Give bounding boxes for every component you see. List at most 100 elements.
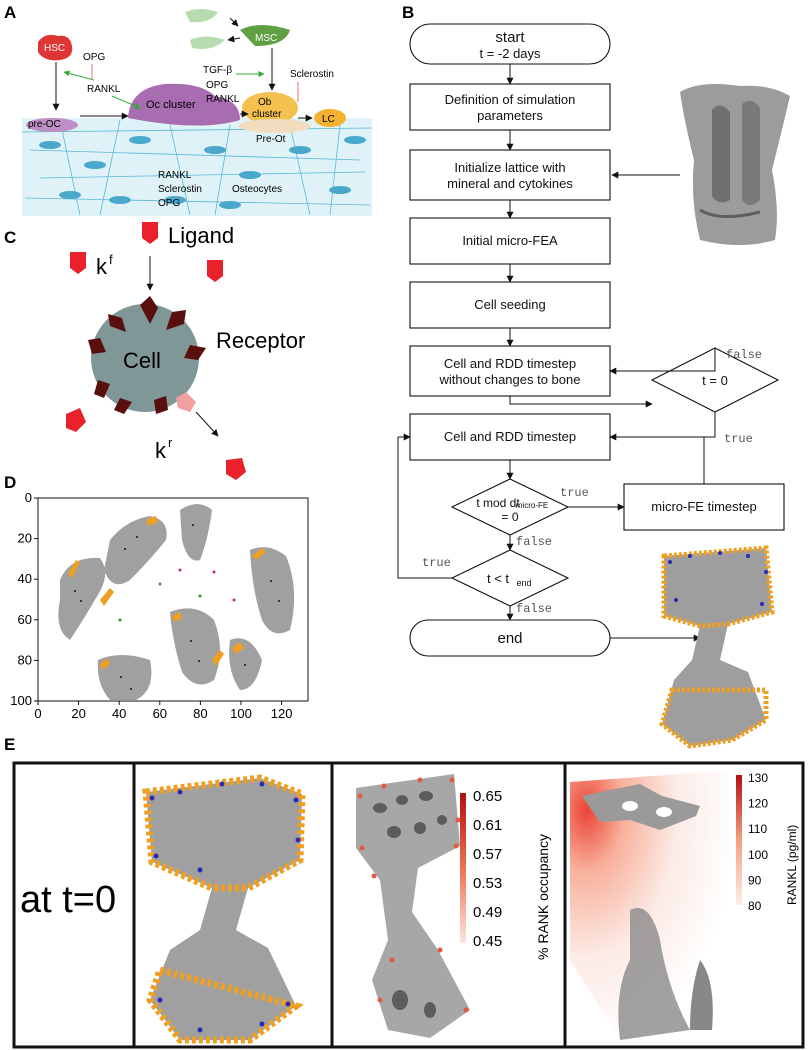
step-cell-rdd-no-bone <box>409 345 611 397</box>
colorbar-rankl <box>736 775 742 905</box>
step4-label: Cell seeding <box>474 297 546 312</box>
kr-label: k <box>155 438 167 463</box>
label-opg-3: OPG <box>158 198 180 209</box>
decision2-sub: micro-FE <box>516 501 548 510</box>
colorbar-tick-label: 0.61 <box>473 817 502 834</box>
rank-occupancy-render <box>356 774 470 1038</box>
decision3-sub: end <box>516 578 531 588</box>
label-rankl: RANKL <box>87 84 121 95</box>
x-tick-label: 100 <box>230 706 252 721</box>
start-time: t = -2 days <box>479 46 541 61</box>
x-tick-label: 20 <box>71 706 85 721</box>
step-initial-micro-fea <box>409 217 611 265</box>
label-osteocytes: Osteocytes <box>232 184 282 195</box>
step1-line2: parameters <box>477 108 543 123</box>
y-tick-label: 0 <box>25 490 32 505</box>
colorbar-tick-label: 0.57 <box>473 846 502 863</box>
y-tick-label: 40 <box>18 571 32 586</box>
step6-label: Cell and RDD timestep <box>444 429 576 444</box>
label-sclerostin-2: Sclerostin <box>158 184 202 195</box>
ligand-marker-left <box>70 252 86 274</box>
bone-cells-render <box>142 774 306 1044</box>
bone-sample-image <box>680 84 790 245</box>
label-rankl-3: RANKL <box>158 170 192 181</box>
colorbar-tick-label: 0.53 <box>473 875 502 892</box>
step1-line1: Definition of simulation <box>445 92 576 107</box>
panel-label-d: D <box>4 473 16 492</box>
colorbar-tick-label: 100 <box>748 848 768 862</box>
panel-a-illustration: HSC pre-OC Oc cluster MSC Ob cluster Pre… <box>21 9 373 216</box>
y-tick-label: 80 <box>18 652 32 667</box>
step-initialize-lattice <box>409 149 611 201</box>
label-msc: MSC <box>255 33 277 44</box>
y-axis-ticks: 0 20 40 60 80 100 <box>10 490 38 708</box>
label-tgf: TGF-β <box>203 65 232 76</box>
ligand-marker-bottom-left <box>66 408 86 432</box>
colorbar-tick-label: 130 <box>748 771 768 785</box>
colorbar-rankl-label: RANKL (pg/ml) <box>785 825 799 905</box>
panel-label-c: C <box>4 228 16 247</box>
end-label: end <box>497 630 522 647</box>
edge-label-false-3: false <box>516 602 552 616</box>
y-tick-label: 100 <box>10 693 32 708</box>
at-t0-label: at t=0 <box>20 879 116 921</box>
ligand-label: Ligand <box>168 223 234 248</box>
decision2-line2: = 0 <box>501 510 518 524</box>
ligand-marker-right <box>207 260 223 282</box>
flowchart <box>409 23 785 657</box>
panel-label-a: A <box>4 3 16 22</box>
kf-superscript: f <box>109 252 113 267</box>
edge-label-false-2: false <box>516 535 552 549</box>
colorbar-tick-label: 80 <box>748 899 762 913</box>
ligand-marker-top <box>142 222 158 244</box>
step5-line2: without changes to bone <box>439 372 581 387</box>
receptor-label: Receptor <box>216 328 305 353</box>
colorbar-tick-label: 90 <box>748 873 762 887</box>
label-ob-cluster-1: Ob <box>258 97 272 108</box>
lattice-plot: 0 20 40 60 80 100 120 0 20 40 60 80 100 <box>10 490 309 721</box>
step2-line2: mineral and cytokines <box>447 176 573 191</box>
colorbar-tick-label: 110 <box>748 822 767 836</box>
rankl-field-render <box>570 770 736 1040</box>
panel-label-e: E <box>4 735 15 754</box>
label-ob-cluster-2: cluster <box>252 109 282 120</box>
decision3-label: t < t <box>487 571 509 586</box>
flowchart-arrows <box>397 64 716 642</box>
colorbar-tick-label: 120 <box>748 797 768 811</box>
ligand-receptor-diagram: Cell Ligand Receptor k f k r <box>66 222 305 480</box>
colorbar-rank <box>460 793 466 943</box>
decision1-label: t = 0 <box>702 373 728 388</box>
decision-t-end <box>450 549 570 607</box>
step-define-params <box>409 83 611 131</box>
bone-with-cells-image <box>659 545 775 749</box>
colorbar-rank-label: % RANK occupancy <box>535 834 551 960</box>
label-rankl-2: RANKL <box>206 94 240 105</box>
y-tick-label: 60 <box>18 612 32 627</box>
ligand-marker-bottom-right <box>226 458 246 480</box>
start-label: start <box>495 29 525 46</box>
decision2-line1: t mod dt <box>476 496 520 510</box>
step2-line1: Initialize lattice with <box>454 160 565 175</box>
edge-label-false-1: false <box>726 348 762 362</box>
label-opg: OPG <box>83 52 105 63</box>
label-sclerostin: Sclerostin <box>290 69 334 80</box>
x-tick-label: 120 <box>271 706 293 721</box>
x-tick-label: 0 <box>34 706 41 721</box>
cell-body <box>91 304 199 412</box>
kr-superscript: r <box>168 435 173 450</box>
edge-label-true-1: true <box>724 432 753 446</box>
edge-label-true-3: true <box>422 556 451 570</box>
label-lc: LC <box>322 114 335 125</box>
colorbar-tick-label: 0.45 <box>473 933 502 950</box>
colorbar-rank-ticks: 0.650.610.570.530.490.45 <box>473 788 502 950</box>
step5-line1: Cell and RDD timestep <box>444 356 576 371</box>
y-tick-label: 20 <box>18 531 32 546</box>
panel-label-b: B <box>402 3 414 22</box>
step3-label: Initial micro-FEA <box>462 233 558 248</box>
label-pre-oc: pre-OC <box>28 119 61 130</box>
x-tick-label: 60 <box>153 706 167 721</box>
edge-label-true-2: true <box>560 486 589 500</box>
x-tick-label: 40 <box>112 706 126 721</box>
panel-e-frame <box>12 761 805 1049</box>
